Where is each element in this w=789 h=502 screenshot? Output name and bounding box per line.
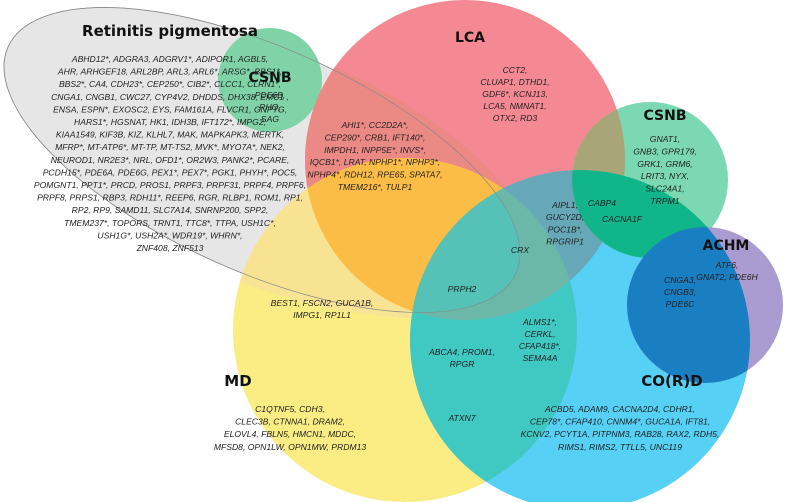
gene-line: CACNA1F xyxy=(602,214,643,224)
gene-line: TMEM237*, TOPORS, TRNT1, TTC8*, TTPA, US… xyxy=(64,218,276,228)
gene-line: RP2, RP9, SAMD11, SLC7A14, SNRNP200, SPP… xyxy=(72,205,269,215)
gene-line: CEP290*, CRB1, IFT140*, xyxy=(325,132,426,142)
gene-line: CEP78*, CFAP410, CNNM4*, GUCA1A, IFT81, xyxy=(530,417,710,427)
gene-line: POMGNT1, PPT1*, PRCD, PROS1, PRPF3, PRPF… xyxy=(34,180,306,190)
gene-line: MFSD8, OPN1LW, OPN1MW, PRDM13 xyxy=(214,442,367,452)
gene-line: LRIT3, NYX, xyxy=(641,171,689,181)
gene-line: CRX xyxy=(511,245,529,255)
gene-line: SLC24A1, xyxy=(645,184,684,194)
gene-line: SAG xyxy=(261,114,279,124)
csnb-rp-circle xyxy=(218,28,322,132)
gene-line: BEST1, FSCN2, GUCA1B, xyxy=(271,298,374,308)
gene-line: CNGA3, xyxy=(664,275,696,285)
gene-line: BBS2*, CA4, CDH23*, CEP250*, CIB2*, CLCC… xyxy=(59,79,281,89)
genes-lca: CCT2, CLUAP1, DTHD1, GDF6*, KCNJ13, LCA5, N… xyxy=(480,65,549,123)
gene-line: ATXN7 xyxy=(447,413,476,423)
gene-line: ACBD5, ADAM9, CACNA2D4, CDHR1, xyxy=(544,404,695,414)
rp-title: Retinitis pigmentosa xyxy=(82,22,258,40)
gene-line: USH1G*, USH2A*, WDR19*, WHRN*, xyxy=(97,230,242,240)
gene-line: LCA5, NMNAT1, xyxy=(483,101,546,111)
cord-title: CO(R)D xyxy=(641,372,702,390)
gene-line: CERKL, xyxy=(524,329,555,339)
gene-line: AIPL1, xyxy=(551,200,578,210)
genes-cord: ACBD5, ADAM9, CACNA2D4, CDHR1, CEP78*, CF… xyxy=(521,404,720,452)
csnb-rp-title: CSNB xyxy=(248,70,291,86)
gene-line: TRPM1 xyxy=(650,196,679,206)
gene-line: GNAT1, xyxy=(650,134,680,144)
gene-line: NPHP4*, RDH12, RPE65, SPATA7, xyxy=(307,170,442,180)
achm-title: ACHM xyxy=(703,238,750,254)
gene-line: KIAA1549, KIF3B, KIZ, KLHL7, MAK, MAPKAP… xyxy=(56,130,284,140)
genes-cord-achm: CNGA3, CNGB3, PDE6C xyxy=(664,275,696,309)
genes-crx: CRX xyxy=(511,245,529,255)
gene-line: CCT2, xyxy=(503,65,528,75)
gene-line: KCNV2, PCYT1A, PITPNM3, RAB28, RAX2, RDH… xyxy=(521,429,720,439)
gene-line: ATF6, xyxy=(715,260,739,270)
gene-line: TMEM216*, TULP1 xyxy=(338,182,413,192)
genes-csnb: GNAT1, GNB3, GPR179, GRK1, GRM6, LRIT3, NYX… xyxy=(633,134,697,206)
md-title: MD xyxy=(224,372,251,390)
gene-line: CNGB3, xyxy=(664,287,696,297)
gene-line: PCDH15*, PDE6A, PDE6G, PEX1*, PEX7*, PGK… xyxy=(43,167,298,177)
gene-line: IMPDH1, INPP5E*, INVS*, xyxy=(324,145,426,155)
gene-line: CNGA1, CNGB1, CWC27, CYP4V2, DHDDS, DHX3… xyxy=(51,92,289,102)
lca-title: LCA xyxy=(455,30,485,46)
gene-line: CLUAP1, DTHD1, xyxy=(480,77,549,87)
gene-line: RHO, xyxy=(259,102,280,112)
gene-line: GNB3, GPR179, xyxy=(633,146,697,156)
gene-line: CABP4 xyxy=(588,198,616,208)
gene-line: RIMS1, RIMS2, TTLL5, UNC119 xyxy=(558,442,682,452)
gene-line: PRPH2 xyxy=(448,284,477,294)
gene-line: GUCY2D, xyxy=(546,212,584,222)
gene-line: ABCA4, PROM1, xyxy=(428,347,495,357)
gene-line: ELOVL4, FBLN5, HMCN1, MDDC, xyxy=(224,429,356,439)
genes-csnb-lca-cord: CABP4 xyxy=(588,198,616,208)
gene-line: RPGR xyxy=(450,359,475,369)
gene-line: IMPG1, RP1L1 xyxy=(293,310,351,320)
genes-prph2: PRPH2 xyxy=(448,284,477,294)
gene-line: SEMA4A xyxy=(523,353,558,363)
gene-line: OTX2, RD3 xyxy=(493,113,538,123)
genes-rp-md: BEST1, FSCN2, GUCA1B, IMPG1, RP1L1 xyxy=(271,298,374,320)
genes-rp: ABHD12*, ADGRA3, ADGRV1*, ADIPOR1, AGBL5… xyxy=(34,54,306,253)
gene-line: PRPF8, PRPS1, RBP3, RDH11*, REEP6, RGR, … xyxy=(37,193,303,203)
csnb-title: CSNB xyxy=(643,108,686,124)
gene-line: POC1B*, xyxy=(548,224,583,234)
genes-achm: ATF6, GNAT2, PDE6H xyxy=(696,260,758,282)
gene-line: CFAP418*, xyxy=(519,341,561,351)
gene-line: HARS1*, HGSNAT, HK1, IDH3B, IFT172*, IMP… xyxy=(74,117,266,127)
gene-line: GNAT2, PDE6H xyxy=(696,272,758,282)
gene-line: RPGRIP1 xyxy=(546,237,584,247)
gene-line: C1QTNF5, CDH3, xyxy=(255,404,325,414)
gene-line: GRK1, GRM6, xyxy=(637,159,692,169)
genes-lca-cord: AIPL1, GUCY2D, POC1B*, RPGRIP1 xyxy=(546,200,584,247)
gene-line: GDF6*, KCNJ13, xyxy=(482,89,547,99)
genes-rp-lca: AHI1*, CC2D2A*, CEP290*, CRB1, IFT140*, IM… xyxy=(307,120,442,192)
gene-line: PDE6B, xyxy=(255,90,286,100)
genes-csnb-cord: CACNA1F xyxy=(602,214,643,224)
gene-line: MFRP*, MT-ATP6*, MT-TP, MT-TS2, MVK*, MY… xyxy=(55,142,285,152)
gene-line: NEUROD1, NR2E3*, NRL, OFD1*, OR2W3, PANK… xyxy=(51,155,290,165)
genes-rp-cord: ALMS1*, CERKL, CFAP418*, SEMA4A xyxy=(519,317,561,363)
genes-rp-md-cord: ABCA4, PROM1, RPGR xyxy=(428,347,495,369)
gene-line: PDE6C xyxy=(666,299,695,309)
gene-line: ABHD12*, ADGRA3, ADGRV1*, ADIPOR1, AGBL5… xyxy=(71,54,268,64)
genes-md: C1QTNF5, CDH3, CLEC3B, CTNNA1, DRAM2, ELOV… xyxy=(214,404,367,452)
genes-csnb-rp: PDE6B, RHO, SAG xyxy=(255,90,286,124)
gene-line: ENSA, ESPN*, EXOSC2, EYS, FAM161A, FLVCR… xyxy=(53,104,287,114)
gene-line: CLEC3B, CTNNA1, DRAM2, xyxy=(235,417,345,427)
gene-line: ZNF408, ZNF513 xyxy=(136,243,204,253)
gene-line: AHR, ARHGEF18, ARL2BP, ARL3, ARL6*, ARSG… xyxy=(57,67,282,77)
gene-line: ALMS1*, xyxy=(522,317,557,327)
gene-line: IQCB1*, LRAT, NPHP1*, NPHP3*, xyxy=(310,157,440,167)
genes-md-cord: ATXN7 xyxy=(447,413,476,423)
gene-line: AHI1*, CC2D2A*, xyxy=(341,120,409,130)
